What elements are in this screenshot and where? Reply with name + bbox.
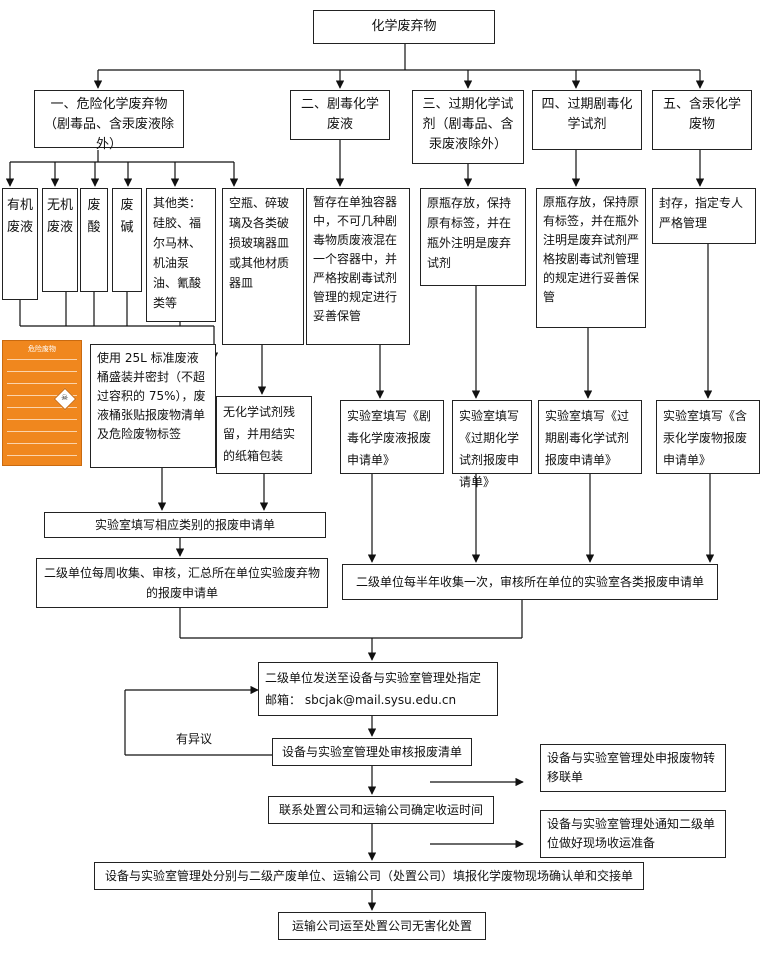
halfyear-collection-box: 二级单位每半年收集一次，审核所在单位的实验室各类报废申请单 — [342, 564, 718, 600]
notify-box: 设备与实验室管理处通知二级单位做好现场收运准备 — [540, 810, 726, 858]
category-mercury-box: 五、含汞化学废物 — [652, 90, 752, 150]
transfer-box: 设备与实验室管理处申报废物转移联单 — [540, 744, 726, 792]
final-box: 运输公司运至处置公司无害化处置 — [278, 912, 486, 940]
objection-label: 有异议 — [176, 732, 213, 746]
review-box: 设备与实验室管理处审核报废清单 — [272, 738, 472, 766]
subtype-other-box: 其他类：硅胶、福尔马林、机油泵油、氰酸类等 — [146, 188, 216, 322]
apply-mercury-box: 实验室填写《含汞化学废物报废申请单》 — [656, 400, 760, 474]
apply-expired-box: 实验室填写《过期化学试剂报废申请单》 — [452, 400, 532, 489]
hazardous-waste-label-image: 危险废物 ☠ — [2, 340, 82, 466]
send-email-line: 邮箱： sbcjak@mail.sysu.edu.cn — [265, 689, 491, 711]
storage-toxic-box: 暂存在单独容器中，不可几种剧毒物质废液混在一个容器中，并严格按剧毒试剂管理的规定… — [306, 188, 410, 345]
container-note-box: 使用 25L 标准废液桶盛装并密封（不超过容积的 75%），废液桶张贴报废物清单… — [90, 344, 216, 468]
email-label: 邮箱： — [265, 693, 302, 707]
storage-expired-box: 原瓶存放，保持原有标签，并在瓶外注明是废弃试剂 — [420, 188, 526, 286]
category-hazardous-box: 一、危险化学废弃物（剧毒品、含汞废液除外） — [34, 90, 184, 152]
subtype-organic-box: 有机废液 — [2, 188, 38, 300]
subtype-glass-box: 空瓶、碎玻璃及各类破损玻璃器皿或其他材质器皿 — [222, 188, 304, 345]
category-toxic-liquid-box: 二、剧毒化学废液 — [290, 90, 390, 140]
title-box: 化学废弃物 — [313, 10, 495, 44]
storage-mercury-box: 封存，指定专人严格管理 — [652, 188, 756, 244]
subtype-alkali-box: 废碱 — [112, 188, 142, 292]
apply-expired-toxic-box: 实验室填写《过期剧毒化学试剂报废申请单》 — [538, 400, 642, 474]
subtype-inorganic-box: 无机废液 — [42, 188, 78, 292]
hazard-symbol-icon: ☠ — [61, 393, 69, 402]
storage-expired-toxic-box: 原瓶存放，保持原有标签，并在瓶外注明是废弃试剂严格按剧毒试剂管理的规定进行妥善保… — [536, 188, 646, 328]
apply-general-box: 实验室填写相应类别的报废申请单 — [44, 512, 326, 538]
contact-box: 联系处置公司和运输公司确定收运时间 — [268, 796, 494, 824]
category-expired-toxic-box: 四、过期剧毒化学试剂 — [532, 90, 642, 150]
apply-toxic-box: 实验室填写《剧毒化学废液报废申请单》 — [340, 400, 444, 474]
subtype-acid-box: 废酸 — [80, 188, 108, 292]
email-address: sbcjak@mail.sysu.edu.cn — [304, 693, 457, 707]
send-email-box: 二级单位发送至设备与实验室管理处指定 邮箱： sbcjak@mail.sysu.… — [258, 662, 498, 716]
hazard-label-title: 危险废物 — [28, 345, 56, 353]
category-expired-reagent-box: 三、过期化学试剂（剧毒品、含汞废液除外） — [412, 90, 524, 164]
confirm-box: 设备与实验室管理处分别与二级产废单位、运输公司（处置公司）填报化学废物现场确认单… — [94, 862, 644, 890]
solid-note-box: 无化学试剂残留，并用结实的纸箱包装 — [216, 396, 312, 474]
weekly-collection-box: 二级单位每周收集、审核，汇总所在单位实验废弃物的报废申请单 — [36, 558, 328, 608]
send-text: 二级单位发送至设备与实验室管理处指定 — [265, 671, 482, 685]
